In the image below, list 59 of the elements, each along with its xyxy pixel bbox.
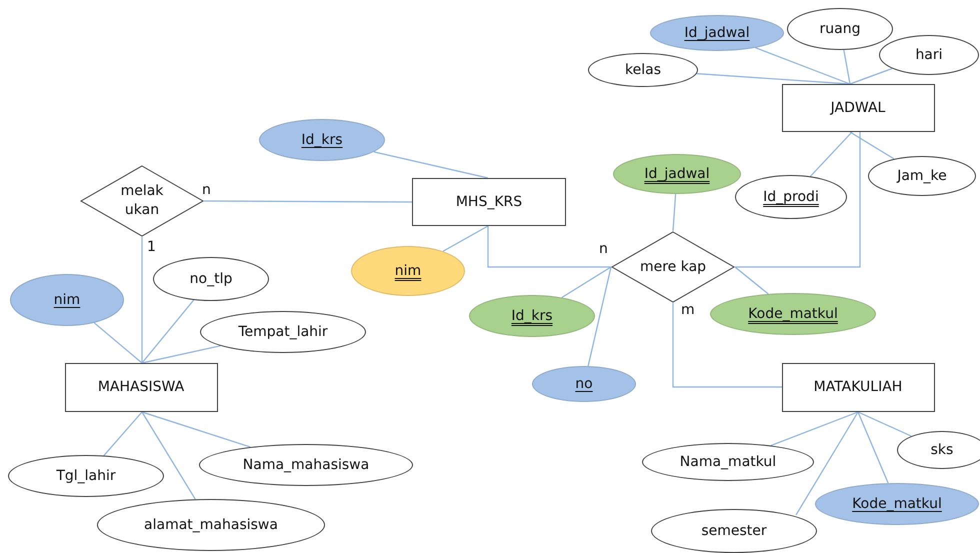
key-attribute-ellipse: Kode_matkul	[710, 293, 876, 335]
key-attribute-ellipse: nim	[10, 274, 124, 326]
connector-line	[103, 412, 142, 456]
entity-box: MAHASISWA	[64, 362, 218, 412]
connector-line	[588, 266, 612, 366]
connector-line	[442, 225, 488, 252]
relationship-diamond: mere kap	[611, 231, 735, 303]
connector-line	[141, 412, 196, 500]
connector-line	[487, 226, 611, 268]
attribute-ellipse: Tgl_lahir	[8, 455, 164, 497]
connector-line	[770, 411, 858, 446]
attribute-ellipse: Tempat_lahir	[200, 311, 366, 353]
connector-line	[857, 412, 889, 484]
connector-line	[142, 300, 194, 364]
cardinality-label: n	[599, 242, 608, 256]
key-attribute-ellipse: Id_jadwal	[650, 15, 784, 51]
key-attribute-ellipse: Id_prodi	[735, 175, 847, 219]
connector-line	[696, 73, 850, 85]
connector-line	[672, 194, 676, 232]
connector-line	[850, 68, 892, 85]
attribute-ellipse: sks	[897, 431, 980, 469]
connector-line	[142, 411, 251, 448]
attribute-ellipse: Nama_mahasiswa	[199, 444, 413, 486]
attribute-ellipse: ruang	[787, 8, 893, 50]
key-attribute-ellipse: nim	[351, 246, 465, 296]
relationship-diamond: melak ukan	[80, 165, 204, 237]
attribute-ellipse: no_tlp	[153, 257, 269, 301]
entity-box: MHS_KRS	[412, 178, 566, 226]
connector-line	[755, 47, 850, 85]
attribute-ellipse: semester	[651, 509, 817, 553]
connector-line	[141, 237, 143, 363]
connector-line	[204, 200, 412, 203]
attribute-ellipse: hari	[879, 35, 979, 75]
connector-line	[94, 322, 142, 364]
connector-line	[672, 303, 782, 388]
entity-box: JADWAL	[782, 84, 934, 132]
attribute-ellipse: kelas	[588, 53, 698, 87]
connector-line	[562, 266, 612, 298]
connector-line	[734, 266, 769, 294]
connector-line	[374, 151, 488, 179]
key-attribute-ellipse: Id_jadwal	[613, 154, 741, 194]
connector-line	[142, 345, 220, 364]
cardinality-label: 1	[147, 240, 156, 254]
connector-line	[858, 411, 912, 437]
connector-line	[843, 50, 851, 84]
attribute-ellipse: Jam_ke	[868, 156, 976, 196]
key-attribute-ellipse: Id_krs	[469, 295, 595, 337]
key-attribute-ellipse: Id_krs	[259, 119, 385, 161]
connector-line	[795, 412, 859, 516]
attribute-ellipse: Nama_matkul	[642, 443, 814, 481]
connector-line	[735, 132, 861, 268]
key-attribute-ellipse: Kode_matkul	[815, 483, 979, 525]
connector-line	[850, 131, 894, 160]
attribute-ellipse: alamat_mahasiswa	[97, 499, 325, 551]
cardinality-label: m	[681, 303, 695, 317]
connector-line	[810, 132, 852, 177]
entity-box: MATAKULIAH	[782, 362, 934, 412]
key-attribute-ellipse: no	[532, 366, 636, 402]
cardinality-label: n	[202, 183, 211, 197]
